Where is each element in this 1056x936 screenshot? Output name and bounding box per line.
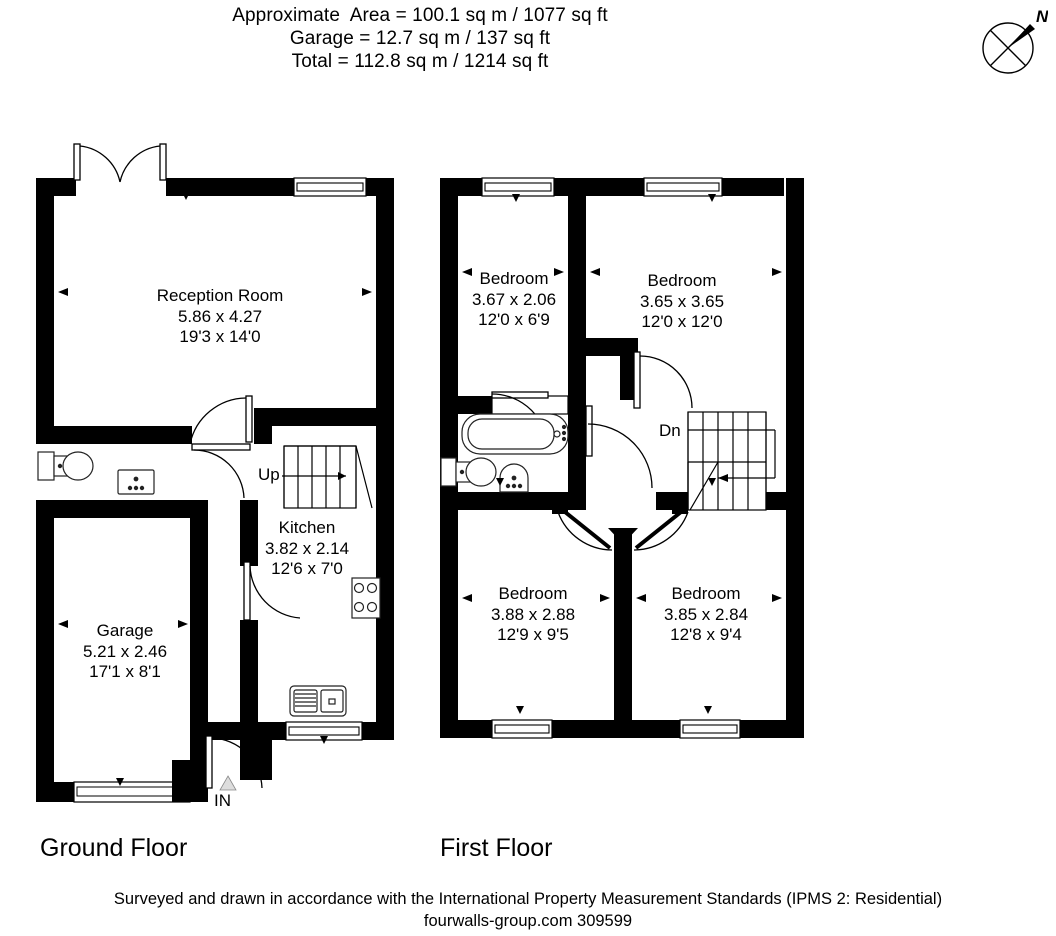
- room-label-bedroom-4: Bedroom 3.85 x 2.84 12'8 x 9'4: [664, 584, 748, 646]
- room-name: Bedroom: [671, 584, 741, 603]
- room-dim-imperial: 12'8 x 9'4: [670, 625, 742, 644]
- room-label-bedroom-3: Bedroom 3.88 x 2.88 12'9 x 9'5: [491, 584, 575, 646]
- kitchen-hob: [351, 577, 381, 619]
- room-label-reception-room: Reception Room 5.86 x 4.27 19'3 x 14'0: [157, 286, 284, 348]
- compass-icon: N: [982, 7, 1049, 74]
- room-name: Garage: [96, 621, 154, 640]
- room-dim-metric: 3.65 x 3.65: [639, 291, 725, 311]
- door-bathroom: [585, 405, 653, 489]
- first-floor-title: First Floor: [440, 834, 553, 862]
- room-name: Bedroom: [647, 271, 717, 290]
- ground-floor-walls: [36, 177, 394, 803]
- door-bedroom2: [633, 351, 693, 409]
- wc-basin: [117, 469, 155, 495]
- room-label-bedroom-1: Bedroom 3.67 x 2.06 12'0 x 6'9: [472, 269, 556, 331]
- floorplan-drawing: [36, 143, 804, 803]
- room-name: Kitchen: [278, 518, 336, 537]
- ground-dimension-marks: [58, 192, 372, 786]
- room-dim-metric: 5.21 x 2.46: [82, 641, 168, 661]
- room-dim-metric: 3.88 x 2.88: [490, 604, 576, 624]
- compass-north-letter: N: [1036, 7, 1048, 26]
- landing-door-jamb: [552, 496, 688, 544]
- footer-standards-line: Surveyed and drawn in accordance with th…: [113, 890, 943, 908]
- stairs-up: [282, 445, 373, 509]
- door-bedroom4: [633, 506, 689, 551]
- wc-fixtures: [37, 451, 94, 481]
- footer-disclaimer: Surveyed and drawn in accordance with th…: [0, 888, 1056, 932]
- door-bedroom3: [557, 506, 613, 551]
- first-dimension-marks: [462, 194, 782, 714]
- room-label-garage: Garage 5.21 x 2.46 17'1 x 8'1: [83, 621, 167, 683]
- area-grand-total-line: Total = 112.8 sq m / 1214 sq ft: [291, 51, 549, 72]
- bathtub: [461, 413, 569, 455]
- room-dim-imperial: 12'9 x 9'5: [497, 625, 569, 644]
- first-floor-walls: [440, 177, 804, 739]
- room-name: Bedroom: [498, 584, 568, 603]
- room-dim-imperial: 12'0 x 6'9: [478, 310, 550, 329]
- room-dim-imperial: 19'3 x 14'0: [179, 327, 261, 346]
- area-garage-line: Garage = 12.7 sq m / 137 sq ft: [289, 28, 551, 49]
- room-name: Bedroom: [479, 269, 549, 288]
- door-hall-wc: [191, 443, 251, 499]
- ground-floor-plan: [36, 143, 394, 803]
- room-dim-imperial: 12'0 x 12'0: [641, 312, 723, 331]
- room-dim-metric: 5.86 x 4.27: [177, 306, 263, 326]
- bathroom-basin: [499, 463, 529, 493]
- ground-floor-title: Ground Floor: [40, 834, 188, 862]
- room-dim-imperial: 17'1 x 8'1: [89, 662, 161, 681]
- area-summary: Approximate Area = 100.1 sq m / 1077 sq …: [0, 4, 840, 73]
- room-name: Reception Room: [156, 286, 284, 305]
- door-hall-kitchen: [243, 561, 301, 621]
- compass-rose: N: [978, 6, 1049, 78]
- room-dim-imperial: 12'6 x 7'0: [271, 559, 343, 578]
- room-dim-metric: 3.82 x 2.14: [264, 538, 350, 558]
- entrance-label: IN: [214, 791, 231, 810]
- first-floor-plan: [440, 177, 804, 739]
- footer-source-line: fourwalls-group.com 309599: [423, 912, 633, 930]
- stairs-up-label: Up: [258, 465, 280, 484]
- room-label-kitchen: Kitchen 3.82 x 2.14 12'6 x 7'0: [265, 518, 349, 580]
- room-label-bedroom-2: Bedroom 3.65 x 3.65 12'0 x 12'0: [640, 271, 724, 333]
- stairs-down-label: Dn: [659, 421, 681, 440]
- door-entrance: [205, 735, 263, 791]
- bathroom-toilet: [440, 457, 497, 487]
- kitchen-sink: [289, 685, 347, 717]
- room-dim-metric: 3.67 x 2.06: [471, 289, 557, 309]
- room-dim-metric: 3.85 x 2.84: [663, 604, 749, 624]
- area-total-line: Approximate Area = 100.1 sq m / 1077 sq …: [232, 5, 608, 26]
- french-doors: [73, 143, 167, 183]
- stairs-down: [687, 411, 776, 511]
- door-reception-hall: [189, 395, 253, 445]
